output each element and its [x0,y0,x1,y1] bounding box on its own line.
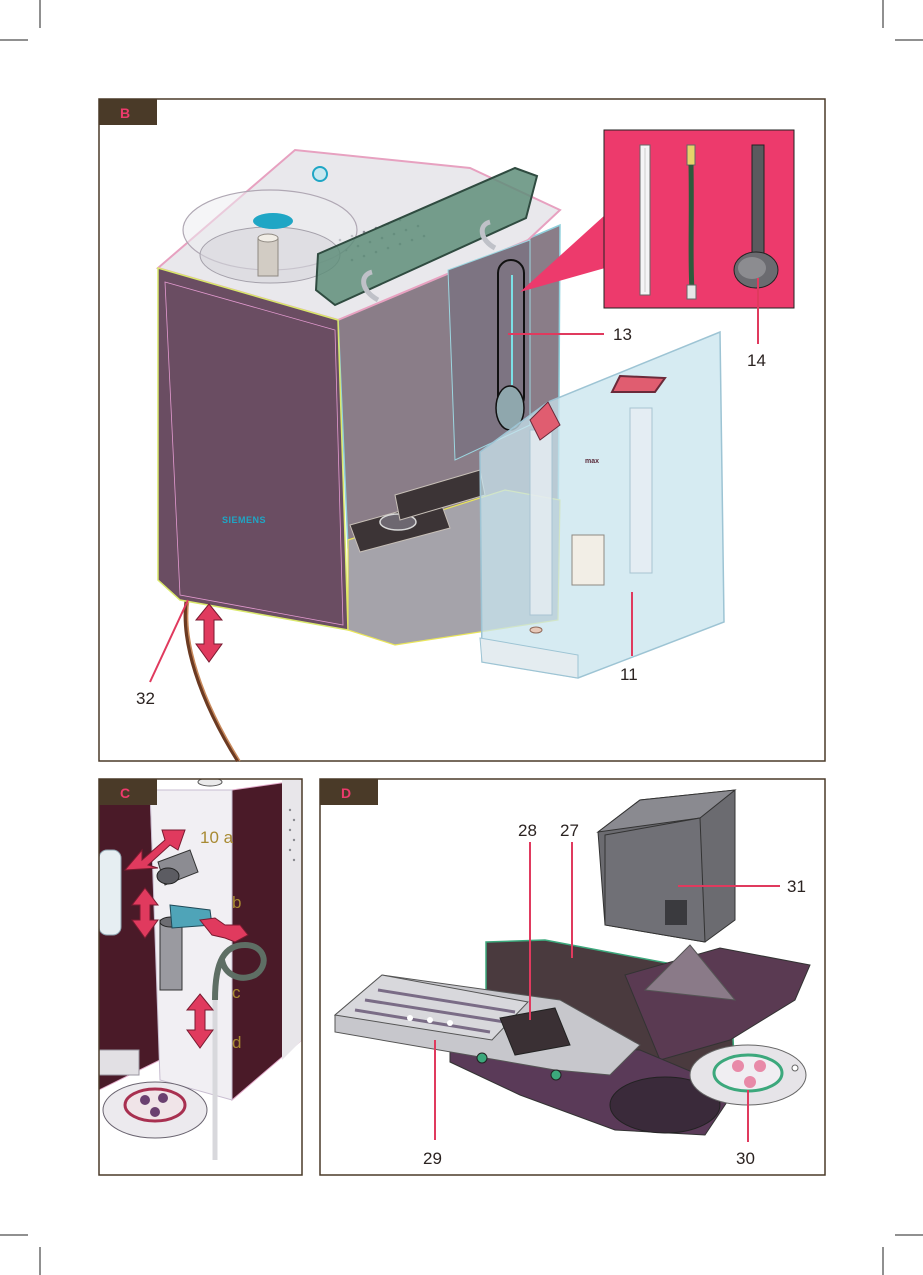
accessory-straw [640,145,650,295]
bean-container-post-top [258,234,278,242]
callout-32: 32 [136,689,155,708]
grounds-container-front [605,818,705,942]
tank-tube-left [530,430,552,615]
top-button-icon [313,167,327,181]
callout-c: c [232,983,241,1002]
water-tank-handle [612,376,665,392]
callout-b: b [232,893,241,912]
drip-disc-knob-icon [792,1065,798,1071]
panel-c-tray-edge [99,1050,139,1075]
callout-11: 11 [620,665,638,684]
tank-tube-right [630,408,652,573]
panel-d-label: D [341,785,351,801]
panel-c: C 10 a b c d [99,778,302,1175]
panel-d: D 28 27 31 29 30 [320,779,825,1175]
tank-valve-icon [530,627,542,633]
callout-30: 30 [736,1149,755,1168]
spout-top-nozzle [157,868,179,884]
panel-b: B SIEMENS [99,99,825,761]
spout-lower [160,920,182,990]
callout-14: 14 [747,351,766,370]
tray-peg-right [551,1070,561,1080]
tray-peg-left [477,1053,487,1063]
brand-logo: SIEMENS [222,515,266,525]
grounds-container-slot [665,900,687,925]
callout-13: 13 [613,325,632,344]
callout-28: 28 [518,821,537,840]
tank-max-mark: max [585,458,599,465]
callout-d: d [232,1033,241,1052]
panel-c-side-edge [282,780,302,1060]
callout-27: 27 [560,821,579,840]
callout-31: 31 [787,877,806,896]
machine-front-panel [165,282,343,625]
bean-container-opening [253,213,293,229]
panel-c-left-wall [99,790,160,1090]
panel-c-tank-edge [99,850,121,935]
panel-c-label: C [120,785,130,801]
panel-b-label: B [120,105,130,121]
tank-filter [572,535,604,585]
callout-29: 29 [423,1149,442,1168]
callout-10a: 10 a [200,828,234,847]
bean-container-post [258,238,278,276]
